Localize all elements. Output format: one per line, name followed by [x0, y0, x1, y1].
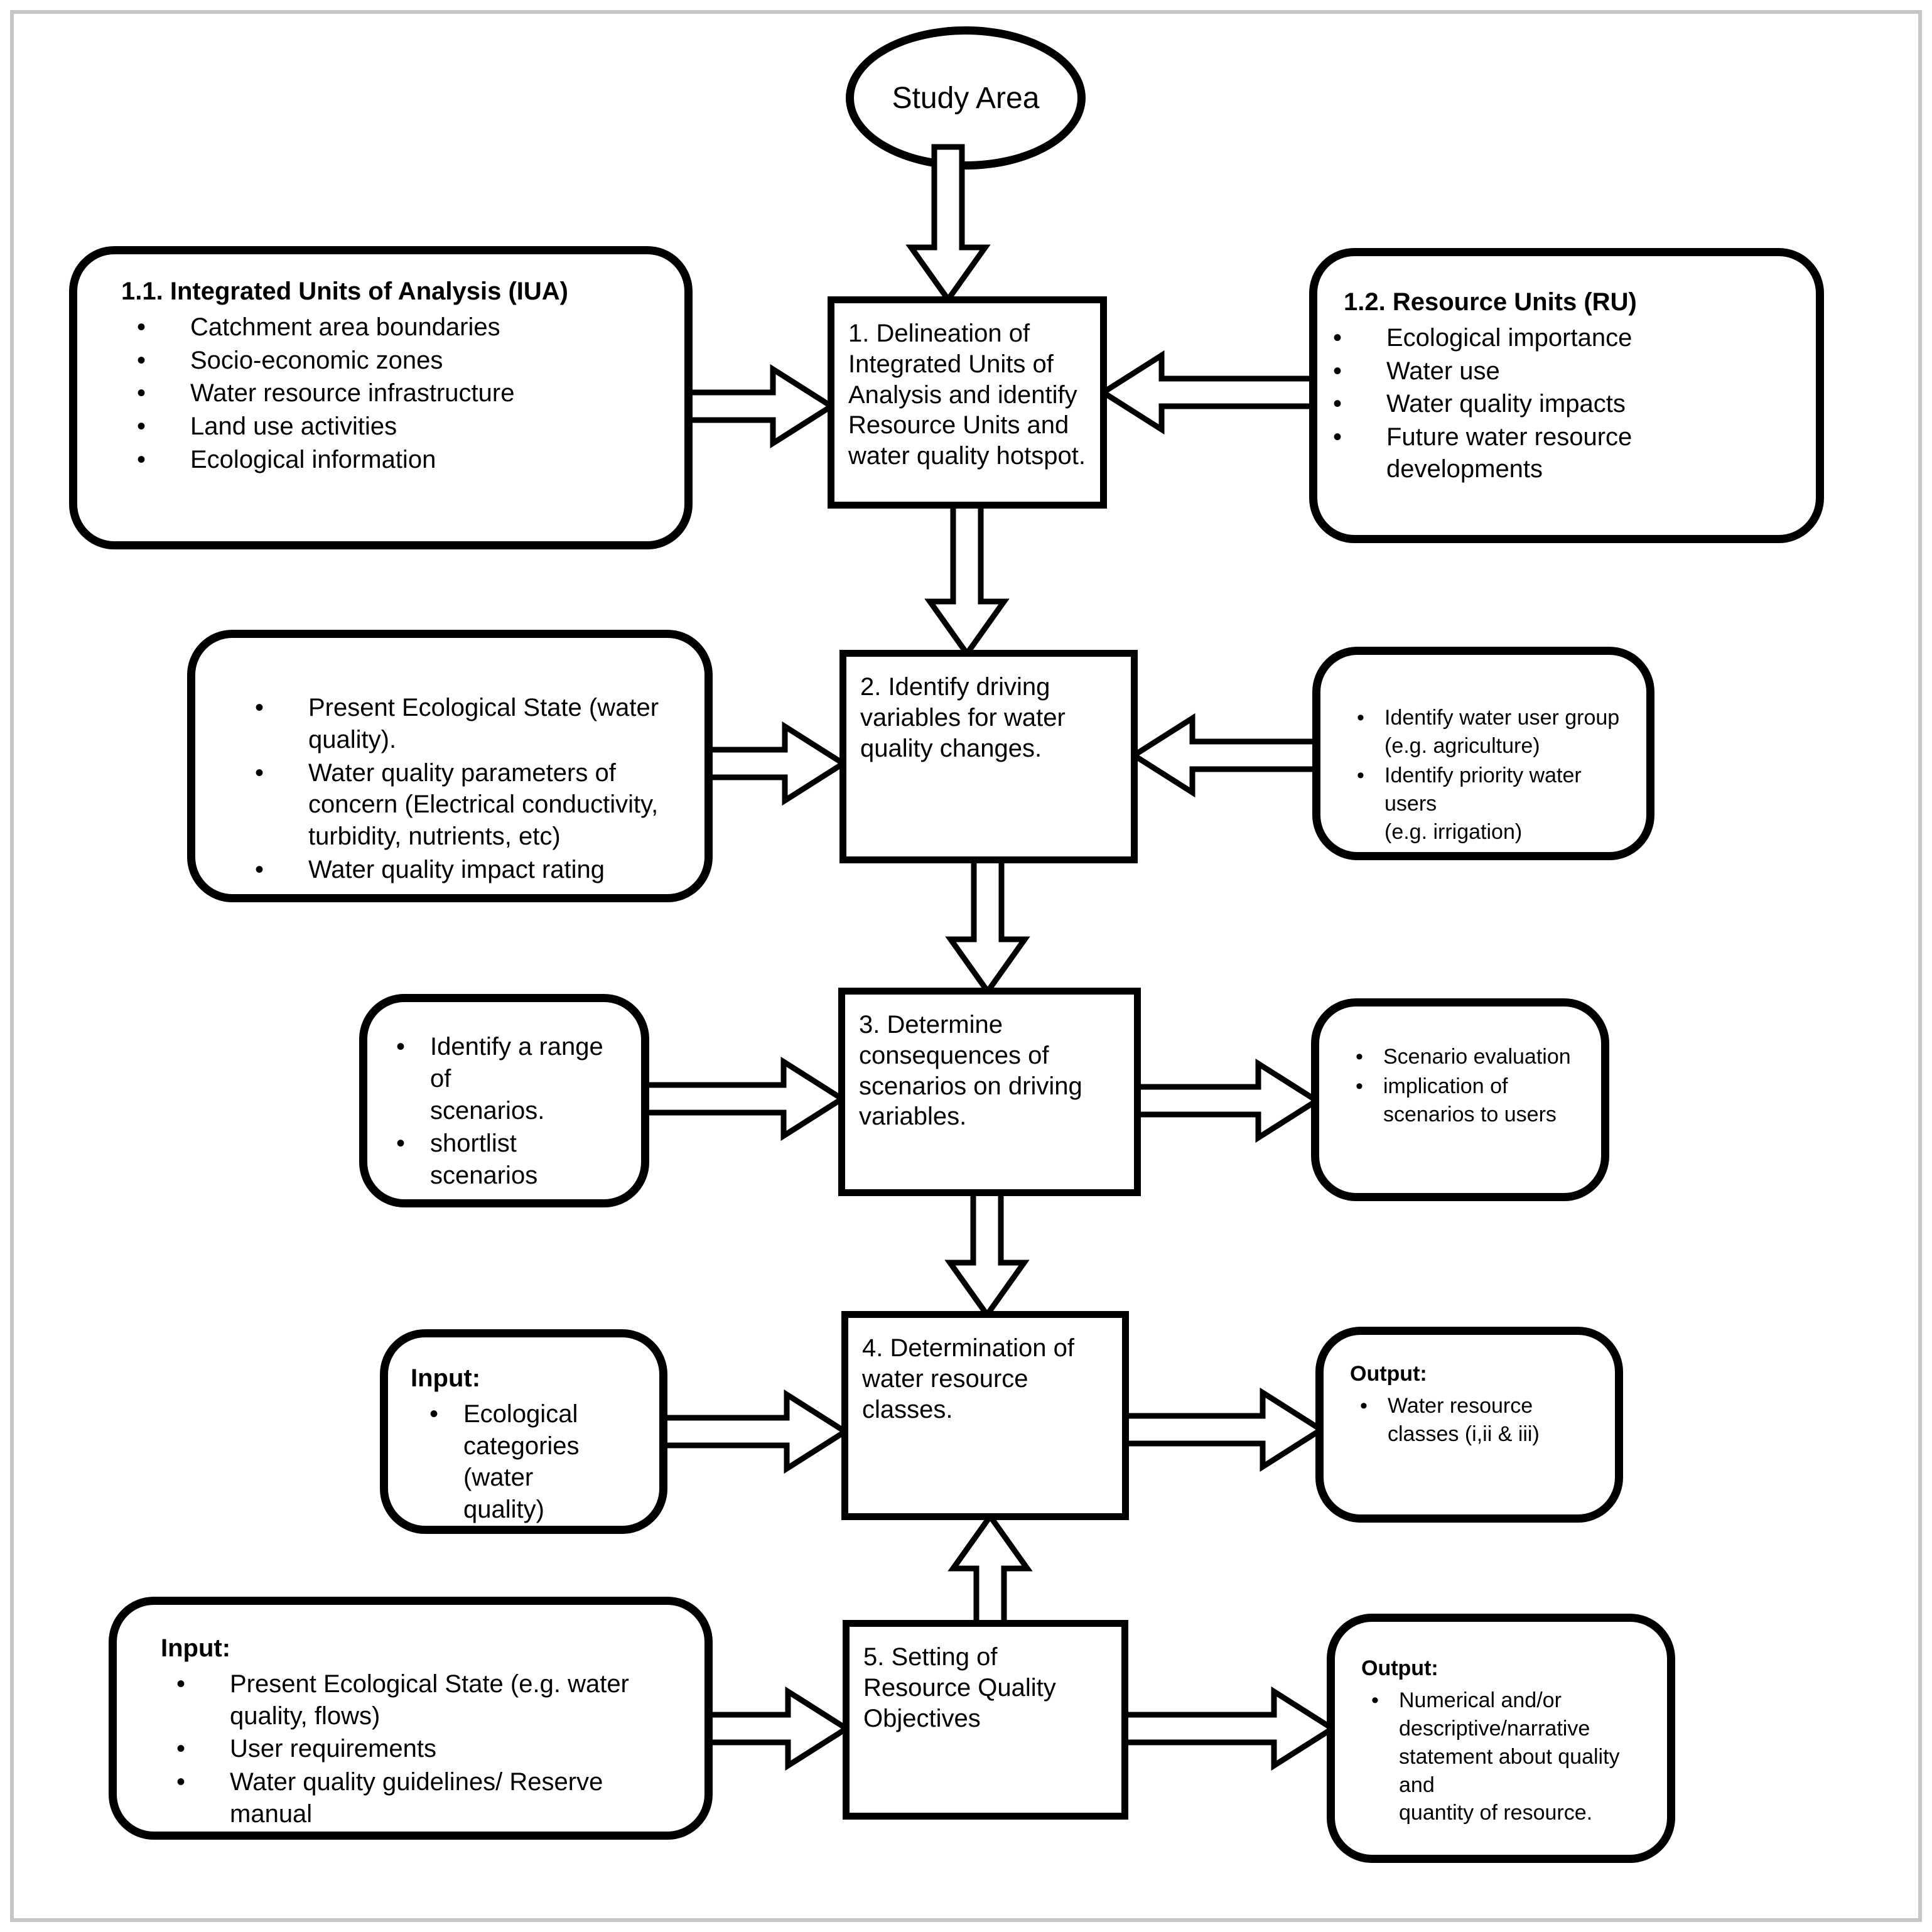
bullet-item: shortlist scenarios: [396, 1128, 629, 1192]
bullet-item: Water quality impacts: [1333, 388, 1801, 420]
bullet-item: Catchment area boundaries: [137, 311, 669, 343]
arrow-shape: [924, 499, 1010, 659]
process-box-4: 4. Determination of water resource class…: [841, 1311, 1129, 1520]
bullet-item: Water quality guidelines/ Reserve manual: [176, 1766, 692, 1830]
bullet-list: Water resource classes (i,ii & iii): [1350, 1392, 1609, 1449]
arrow-right-step4-to-output: [1119, 1387, 1327, 1472]
output-box-water-resource-classes: Output: Water resource classes (i,ii & i…: [1315, 1327, 1623, 1523]
arrow-shape: [1119, 1387, 1327, 1472]
arrow-down-step2-to-step3: [945, 854, 1030, 996]
info-box-scenario-evaluation: Scenario evaluation implication of scena…: [1311, 998, 1609, 1201]
bullet-list: Scenario evaluation implication of scena…: [1346, 1043, 1595, 1129]
box-title: 1.1. Integrated Units of Analysis (IUA): [121, 278, 568, 305]
bullet-list: Present Ecological State (e.g. water qua…: [161, 1668, 698, 1830]
arrow-right-iua-to-step1: [681, 364, 837, 449]
arrow-down-step3-to-step4: [944, 1187, 1030, 1320]
bullet-item: Ecological categories (water quality): [429, 1398, 647, 1526]
bullet-item: User requirements: [176, 1733, 692, 1765]
bullet-list: Identify water user group (e.g. agricult…: [1347, 704, 1640, 846]
arrow-shape: [945, 854, 1030, 996]
box-title: Output:: [1350, 1362, 1427, 1386]
bullet-list: Identify a range of scenarios. shortlist…: [377, 1031, 635, 1192]
bullet-item: Future water resource developments: [1333, 421, 1801, 485]
output-box-rqo-statement: Output: Numerical and/or descriptive/nar…: [1327, 1614, 1675, 1863]
info-box-ru: 1.2. Resource Units (RU) Ecological impo…: [1309, 248, 1824, 543]
bullet-item: Identify water user group (e.g. agricult…: [1357, 704, 1634, 760]
box-title: 1.2. Resource Units (RU): [1344, 288, 1637, 316]
box-title: Input:: [411, 1364, 481, 1392]
process-label: 2. Identify driving variables for water …: [860, 673, 1066, 762]
arrow-shape: [944, 1187, 1030, 1320]
box-title: Output:: [1361, 1656, 1438, 1680]
process-label: 4. Determination of water resource class…: [862, 1334, 1074, 1423]
info-box-water-users: Identify water user group (e.g. agricult…: [1312, 647, 1654, 860]
bullet-item: Ecological importance: [1333, 322, 1801, 354]
bullet-item: Land use activities: [137, 411, 669, 443]
process-label: 1. Delineation of Integrated Units of An…: [848, 320, 1086, 470]
process-label: 5. Setting of Resource Quality Objective…: [863, 1643, 1056, 1732]
bullet-item: implication of scenarios to users: [1356, 1072, 1589, 1129]
bullet-item: Numerical and/or descriptive/narrative s…: [1371, 1686, 1654, 1827]
info-box-scenarios: Identify a range of scenarios. shortlist…: [359, 994, 649, 1207]
box-title: Input:: [161, 1634, 231, 1662]
arrow-down-start-to-step1: [905, 144, 991, 305]
bullet-item: Water quality parameters of concern (Ele…: [255, 757, 692, 853]
info-box-iua: 1.1. Integrated Units of Analysis (IUA) …: [69, 246, 693, 549]
input-box-present-state: Input: Present Ecological State (e.g. wa…: [109, 1597, 713, 1840]
arrow-right-input-to-step5: [701, 1686, 852, 1771]
bullet-item: Present Ecological State (water quality)…: [255, 692, 692, 756]
arrow-right-step3-to-evaluation: [1131, 1058, 1322, 1143]
page-border: [10, 10, 1922, 1922]
bullet-item: Ecological information: [137, 444, 669, 476]
arrow-shape: [1118, 1686, 1338, 1771]
bullet-item: Identify a range of scenarios.: [396, 1031, 629, 1126]
bullet-item: Water quality impact rating: [255, 854, 692, 886]
process-box-2: 2. Identify driving variables for water …: [839, 650, 1138, 863]
bullet-item: Water resource infrastructure: [137, 377, 669, 409]
arrow-up-step5-to-step4: [947, 1511, 1033, 1630]
bullet-list: Catchment area boundaries Socio-economic…: [121, 311, 676, 476]
arrow-shape: [701, 721, 849, 806]
bullet-list: Ecological importance Water use Water qu…: [1333, 322, 1807, 485]
arrow-right-step5-to-output: [1118, 1686, 1338, 1771]
bullet-item: Present Ecological State (e.g. water qua…: [176, 1668, 692, 1732]
arrow-shape: [1128, 713, 1324, 798]
arrow-shape: [681, 364, 837, 449]
bullet-list: Ecological categories (water quality): [411, 1398, 653, 1526]
arrow-right-input-to-step4: [656, 1389, 851, 1474]
bullet-list: Numerical and/or descriptive/narrative s…: [1361, 1686, 1661, 1827]
arrow-left-ru-to-step1: [1098, 350, 1321, 435]
process-label: 3. Determine consequences of scenarios o…: [859, 1011, 1082, 1131]
bullet-item: Socio-economic zones: [137, 345, 669, 377]
arrow-shape: [1098, 350, 1321, 435]
arrow-shape: [947, 1511, 1033, 1630]
process-box-3: 3. Determine consequences of scenarios o…: [838, 988, 1141, 1196]
arrow-shape: [656, 1389, 851, 1474]
process-box-5: 5. Setting of Resource Quality Objective…: [843, 1620, 1128, 1820]
arrow-shape: [905, 144, 991, 305]
arrow-right-scenarios-to-step3: [631, 1056, 848, 1141]
start-node-label: Study Area: [892, 81, 1040, 115]
bullet-item: Scenario evaluation: [1356, 1043, 1589, 1071]
bullet-item: Water resource classes (i,ii & iii): [1360, 1392, 1602, 1449]
arrow-shape: [1131, 1058, 1322, 1143]
input-box-ecological-categories: Input: Ecological categories (water qual…: [380, 1329, 667, 1534]
arrow-left-users-to-step2: [1128, 713, 1324, 798]
bullet-list: Present Ecological State (water quality)…: [239, 692, 698, 886]
bullet-item: Water use: [1333, 355, 1801, 387]
arrow-shape: [631, 1056, 848, 1141]
arrow-right-state-to-step2: [701, 721, 849, 806]
arrow-down-step1-to-step2: [924, 499, 1010, 659]
process-box-1: 1. Delineation of Integrated Units of An…: [828, 296, 1107, 509]
bullet-item: Identify priority water users (e.g. irri…: [1357, 762, 1634, 846]
info-box-present-state: Present Ecological State (water quality)…: [187, 630, 713, 902]
arrow-shape: [701, 1686, 852, 1771]
